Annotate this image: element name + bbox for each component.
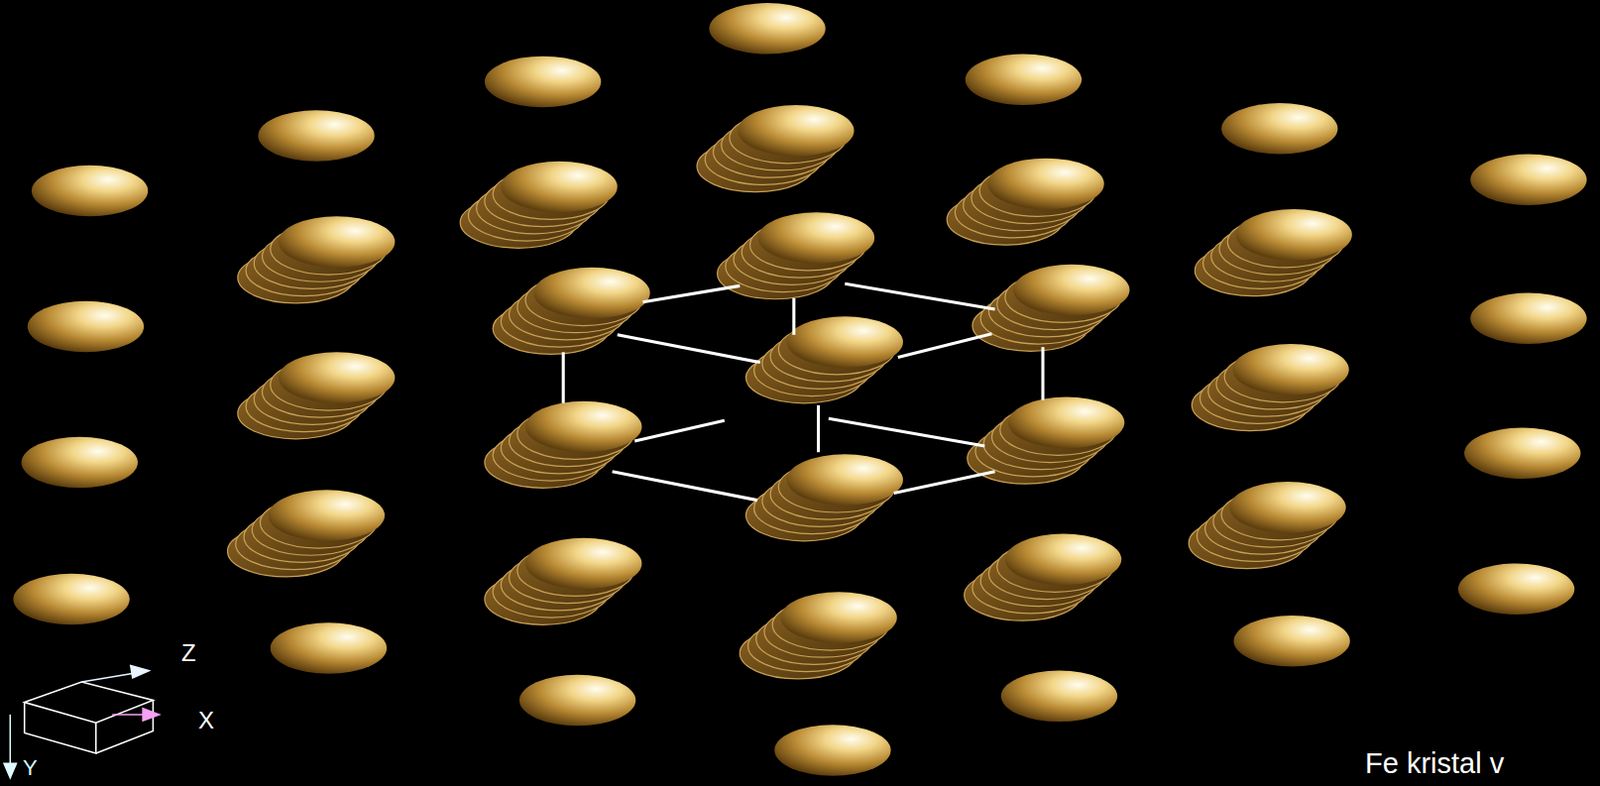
axis-label: Z — [181, 641, 197, 666]
axis-label: X — [198, 708, 215, 733]
axis-label: Y — [22, 757, 38, 780]
caption-text: Fe kristal v — [1365, 749, 1504, 779]
